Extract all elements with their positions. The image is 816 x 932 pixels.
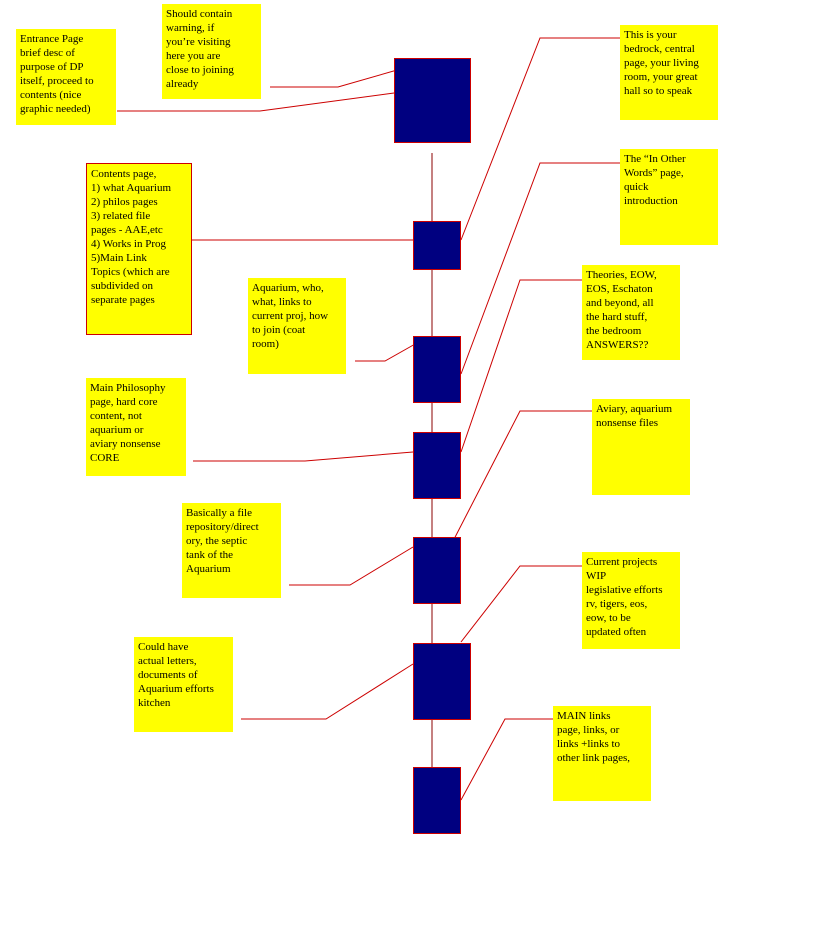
connector-entrance (117, 92, 395, 112)
connector-current-projects (460, 565, 584, 643)
node-contents (413, 221, 461, 270)
note-main-links: MAIN links page, links, or links +links … (553, 706, 651, 801)
connector-aquarium (355, 338, 425, 362)
note-aviary: Aviary, aquarium nonsense files (592, 399, 690, 495)
note-entrance: Entrance Page brief desc of purpose of D… (16, 29, 116, 125)
note-current-projects: Current projects WIP legislative efforts… (582, 552, 680, 649)
connector-aviary (449, 410, 594, 548)
connector-bedrock (460, 37, 622, 241)
node-aquarium (413, 336, 461, 403)
node-main-links (413, 767, 461, 834)
connector-repository (289, 546, 414, 586)
note-repository: Basically a file repository/direct ory, … (182, 503, 281, 598)
connector-main-links (460, 718, 555, 801)
node-entrance (394, 58, 471, 143)
note-letters: Could have actual letters, documents of … (134, 637, 233, 732)
connector-in-other-words (460, 162, 622, 375)
connector-theories (460, 279, 584, 453)
note-in-other-words: The “In Other Words” page, quick introdu… (620, 149, 718, 245)
connector-philosophy (193, 451, 414, 462)
node-repository (413, 537, 461, 604)
note-philosophy: Main Philosophy page, hard core content,… (86, 378, 186, 476)
note-theories: Theories, EOW, EOS, Eschaton and beyond,… (582, 265, 680, 360)
node-letters (413, 643, 471, 720)
note-warning: Should contain warning, if you’re visiti… (162, 4, 261, 99)
node-philosophy (413, 432, 461, 499)
note-aquarium: Aquarium, who, what, links to current pr… (248, 278, 346, 374)
note-contents: Contents page, 1) what Aquarium 2) philo… (86, 163, 192, 335)
connector-letters (241, 663, 414, 720)
connector-warning (270, 67, 405, 88)
note-bedrock: This is your bedrock, central page, your… (620, 25, 718, 120)
